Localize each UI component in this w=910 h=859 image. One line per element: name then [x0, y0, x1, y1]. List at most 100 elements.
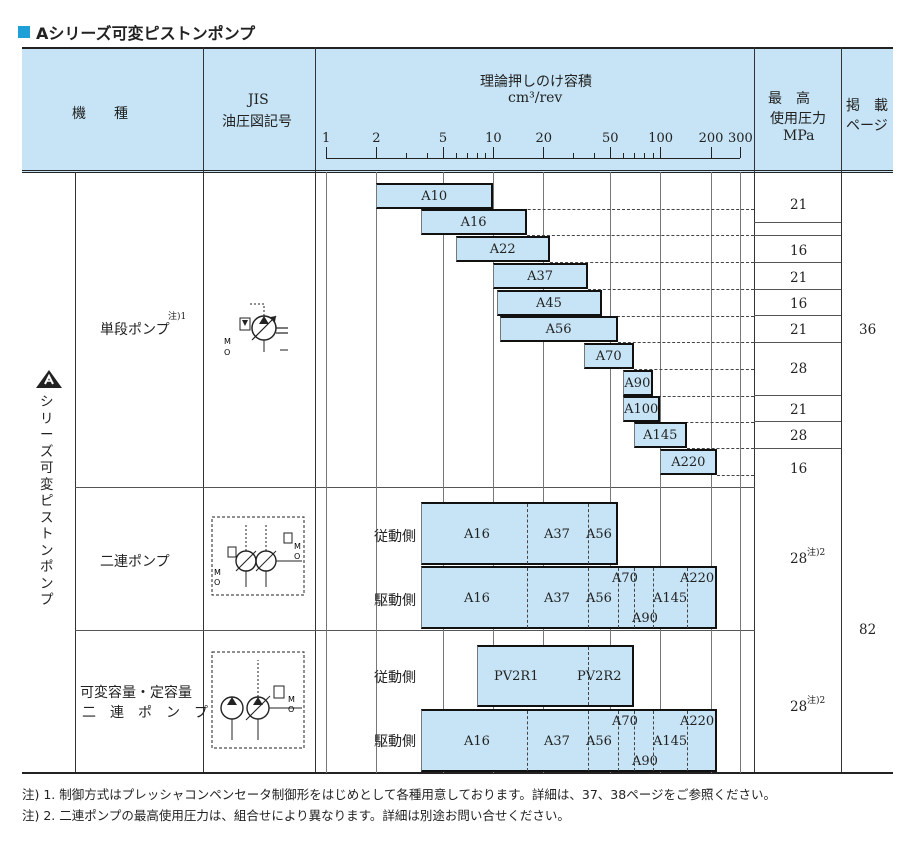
scale-tick-minor	[456, 153, 458, 158]
header-jis-2: 油圧図記号	[222, 114, 292, 130]
pressure-value: 16	[790, 243, 808, 259]
col-line-model	[203, 47, 204, 773]
model-divider	[634, 568, 636, 628]
footnote-2: 注) 2. 二連ポンプの最高使用圧力は、組合せにより異なります。詳細は別途お問い…	[22, 808, 570, 823]
bar-a70: A70	[584, 343, 635, 369]
mixed-driven-bar	[476, 645, 635, 707]
header-pressure-1: 最 高	[768, 91, 810, 107]
scale-tick-minor	[609, 153, 611, 158]
model-label: A37	[544, 527, 570, 542]
header-jis-1: JIS	[248, 92, 269, 108]
model-label: A16	[464, 734, 490, 749]
bar-a145: A145	[634, 422, 688, 448]
scale-tick-label: 100	[648, 131, 674, 146]
mixed-pump-symbol-icon: M O	[210, 650, 306, 750]
scale-tick-minor	[660, 153, 662, 158]
row-sep-1	[75, 487, 755, 488]
double-pump-label: 二連ポンプ	[100, 554, 170, 570]
table-header	[22, 47, 893, 172]
single-pump-note-mark: 注)1	[168, 312, 187, 322]
model-divider	[527, 504, 529, 564]
series-label: シリーズ可変ピストンポンプ	[40, 394, 54, 608]
scale-tick-major	[710, 147, 712, 158]
svg-text:M: M	[214, 568, 221, 577]
model-label: A220	[680, 571, 715, 586]
bar-leader	[493, 209, 754, 210]
pressure-value: 21	[790, 402, 808, 418]
model-label: A220	[680, 714, 715, 729]
bar-a100: A100	[623, 396, 661, 422]
bar-label: A70	[595, 348, 622, 364]
scale-tick-label: 200	[698, 131, 724, 146]
mixed-pump-label-2: 二 連 ポ ン プ	[82, 705, 208, 721]
pressure-row-sep	[754, 395, 841, 396]
bar-a56: A56	[500, 316, 619, 342]
scale-tick-major	[326, 147, 327, 158]
model-label: A145	[653, 591, 688, 606]
scale-tick-major	[376, 147, 378, 158]
scale-tick-minor	[326, 153, 327, 158]
bar-leader	[618, 342, 754, 343]
bar-leader	[717, 475, 754, 476]
scale-tick-label: 5	[438, 131, 448, 146]
scale-tick-minor	[572, 153, 574, 158]
model-label: A56	[586, 591, 612, 606]
bar-label: A90	[624, 375, 651, 391]
bottom-border	[22, 772, 893, 774]
scale-tick-minor	[634, 153, 636, 158]
gridline	[609, 172, 611, 773]
page-title: Aシリーズ可変ピストンポンプ	[18, 20, 255, 44]
svg-text:O: O	[294, 552, 300, 561]
gridline	[493, 172, 495, 773]
model-label: A145	[653, 734, 688, 749]
model-label: PV2R2	[577, 669, 622, 684]
svg-text:O: O	[224, 348, 230, 357]
model-label: PV2R1	[494, 669, 539, 684]
bar-leader	[550, 262, 754, 263]
bar-label: A45	[536, 295, 562, 311]
mixed-driven-label: 従動側	[374, 670, 416, 686]
model-divider	[687, 711, 689, 771]
double-driven-label: 従動側	[374, 529, 416, 545]
scale-tick-minor	[493, 153, 495, 158]
model-label: A56	[586, 734, 612, 749]
double-driving-bar	[420, 566, 718, 629]
scale-tick-minor	[710, 153, 712, 158]
model-divider	[634, 711, 636, 771]
model-label: A16	[464, 527, 490, 542]
top-border	[22, 47, 893, 49]
header-displacement-2: cm³/rev	[508, 90, 563, 106]
row-sep-2	[75, 630, 755, 631]
scale-tick-major	[609, 147, 611, 158]
scale-tick-minor	[485, 153, 487, 158]
model-divider	[652, 711, 654, 771]
mixed-pressure: 28	[790, 699, 808, 715]
scale-tick-minor	[644, 153, 646, 158]
model-divider	[588, 711, 590, 771]
bar-leader	[660, 422, 754, 423]
scale-tick-label: 20	[535, 131, 552, 146]
scale-line	[326, 158, 740, 159]
col-line-jis	[315, 47, 316, 773]
bar-leader	[634, 369, 754, 370]
bar-leader	[588, 289, 754, 290]
gridline	[543, 172, 545, 773]
mixed-note-mark: 注)2	[807, 696, 826, 706]
scale-tick-minor	[652, 153, 654, 158]
pressure-value: 16	[790, 461, 808, 477]
svg-text:M: M	[288, 695, 295, 704]
shared-page-ref: 82	[859, 622, 877, 638]
scale-tick-label: 2	[372, 131, 381, 146]
pressure-row-sep	[754, 342, 841, 343]
model-label: A70	[612, 714, 638, 729]
pressure-value: 28	[790, 361, 808, 377]
title-square-icon	[18, 26, 30, 38]
bar-leader	[527, 235, 754, 236]
header-page-1: 掲 載	[846, 98, 888, 114]
pressure-row-sep	[754, 235, 841, 236]
scale-tick-major	[740, 147, 741, 158]
scale-tick-label: 50	[601, 131, 619, 146]
bar-leader	[602, 316, 754, 317]
pressure-row-sep	[754, 222, 841, 223]
pressure-row-sep	[754, 262, 841, 263]
